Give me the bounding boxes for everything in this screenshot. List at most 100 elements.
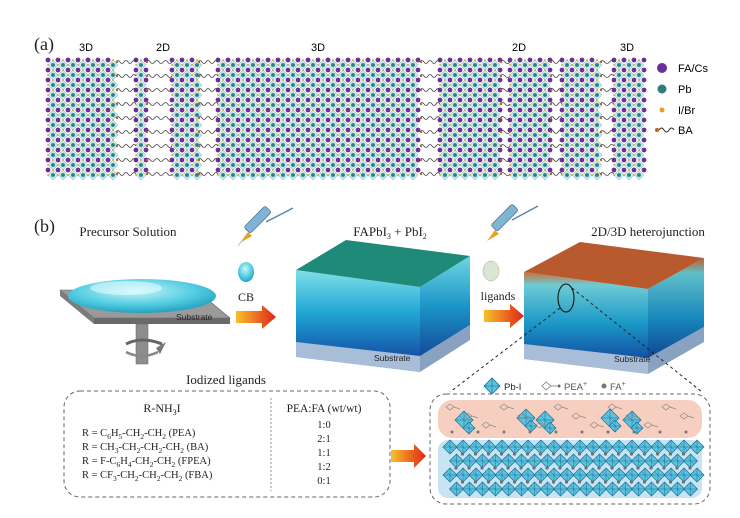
cb-label: CB bbox=[238, 290, 254, 304]
fa-dot bbox=[558, 466, 562, 470]
fa-dot bbox=[629, 480, 634, 484]
fa-dot bbox=[545, 466, 549, 470]
panel-a-label: (a) bbox=[34, 34, 54, 55]
orange-dot-icon bbox=[659, 107, 665, 113]
octahedron bbox=[650, 467, 666, 483]
fa-dot bbox=[499, 452, 504, 456]
legend-label-pb: Pb bbox=[678, 84, 691, 96]
precursor-title: Precursor Solution bbox=[79, 224, 177, 239]
pea-molecule bbox=[589, 421, 605, 429]
region-label-3d-3: 3D bbox=[620, 42, 634, 54]
octahedron-icon bbox=[483, 377, 501, 395]
octahedron bbox=[520, 467, 536, 483]
fa-dot bbox=[460, 452, 465, 456]
inset-key: Pb-I PEA+ FA+ bbox=[483, 377, 626, 395]
arrow-right-icon-1 bbox=[236, 305, 276, 329]
octahedron bbox=[449, 481, 464, 497]
fa-dot bbox=[668, 480, 673, 484]
octahedron bbox=[488, 481, 503, 497]
fa-dot bbox=[493, 466, 497, 470]
fa-dot bbox=[603, 480, 608, 484]
substrate-label-2: Substrate bbox=[374, 353, 411, 363]
octahedron bbox=[442, 467, 458, 483]
legend-label-ba: BA bbox=[678, 125, 693, 137]
pea-molecule bbox=[571, 412, 587, 420]
pea-molecule bbox=[499, 403, 515, 411]
pea-molecule bbox=[625, 412, 641, 420]
ba-chain-zone bbox=[197, 60, 219, 176]
fa-dot bbox=[460, 480, 465, 484]
fa-dot bbox=[658, 430, 662, 434]
arrow-right-icon-3 bbox=[391, 444, 426, 468]
fa-dot bbox=[525, 452, 530, 456]
pea-molecule bbox=[607, 403, 623, 411]
fa-dot bbox=[577, 480, 582, 484]
region-label-2d-1: 2D bbox=[156, 42, 170, 54]
fa-dot bbox=[642, 452, 647, 456]
lattice-block bbox=[437, 57, 503, 181]
fa-dot bbox=[532, 466, 536, 470]
ligands-label: ligands bbox=[481, 289, 516, 303]
lattice-block bbox=[611, 57, 647, 181]
fa-dot bbox=[603, 452, 608, 456]
pea-molecule bbox=[661, 403, 677, 411]
perovskite-film-slab bbox=[296, 240, 470, 372]
legend-label-i-br: I/Br bbox=[678, 105, 695, 117]
panel-b-label: (b) bbox=[34, 216, 55, 237]
fa-dot bbox=[506, 466, 510, 470]
fa-dot bbox=[486, 452, 491, 456]
octahedron bbox=[683, 453, 698, 469]
fa-dot bbox=[476, 430, 480, 434]
zoom-ellipse bbox=[557, 283, 575, 313]
octahedron bbox=[631, 481, 646, 497]
octahedron bbox=[475, 453, 490, 469]
fa-dot bbox=[525, 480, 530, 484]
fa-dot bbox=[502, 430, 506, 434]
pea-molecule bbox=[517, 412, 533, 420]
fa-dot bbox=[551, 480, 556, 484]
fa-dot bbox=[564, 452, 569, 456]
inset-3d-structure bbox=[442, 439, 705, 497]
region-label-3d-2: 3D bbox=[311, 42, 325, 54]
heterojunction-slab bbox=[524, 242, 704, 374]
pea-molecule bbox=[445, 403, 461, 411]
fa-dot bbox=[636, 466, 640, 470]
fa-dot bbox=[623, 466, 627, 470]
pipette-icon bbox=[237, 206, 294, 247]
ba-chain-zone bbox=[499, 60, 511, 176]
fa-dot bbox=[684, 430, 688, 434]
pea-molecule bbox=[553, 403, 569, 411]
fa-dot bbox=[467, 466, 471, 470]
pea-molecule bbox=[463, 412, 479, 420]
iodized-title: Iodized ligands bbox=[186, 372, 266, 387]
pea-molecule-icon bbox=[541, 381, 561, 391]
fa-dot bbox=[629, 452, 634, 456]
octahedron bbox=[683, 481, 698, 497]
octahedron bbox=[689, 439, 705, 455]
fa-dot bbox=[528, 430, 532, 434]
teal-circle-icon bbox=[657, 84, 667, 94]
zoom-line-right bbox=[571, 287, 703, 393]
fa-dot bbox=[577, 452, 582, 456]
octahedron bbox=[670, 481, 685, 497]
lattice-block bbox=[133, 57, 149, 181]
spin-coater bbox=[59, 279, 231, 365]
inset-2d-structure bbox=[445, 403, 695, 435]
fa-dot bbox=[668, 452, 673, 456]
octahedron bbox=[527, 453, 542, 469]
fa-dot bbox=[590, 480, 595, 484]
fa-dot bbox=[590, 452, 595, 456]
legend-label-fa-cs: FA/Cs bbox=[678, 63, 708, 75]
fa-dot bbox=[688, 466, 692, 470]
arrow-right-icon-2 bbox=[484, 304, 524, 328]
fa-dot bbox=[571, 466, 575, 470]
region-label-2d-2: 2D bbox=[512, 42, 526, 54]
fa-dot bbox=[584, 466, 588, 470]
fa-dot bbox=[616, 480, 621, 484]
fa-dot bbox=[473, 452, 478, 456]
octahedron bbox=[689, 467, 705, 483]
lattice-block bbox=[559, 57, 603, 181]
fa-dot bbox=[519, 466, 523, 470]
octahedron bbox=[670, 453, 685, 469]
